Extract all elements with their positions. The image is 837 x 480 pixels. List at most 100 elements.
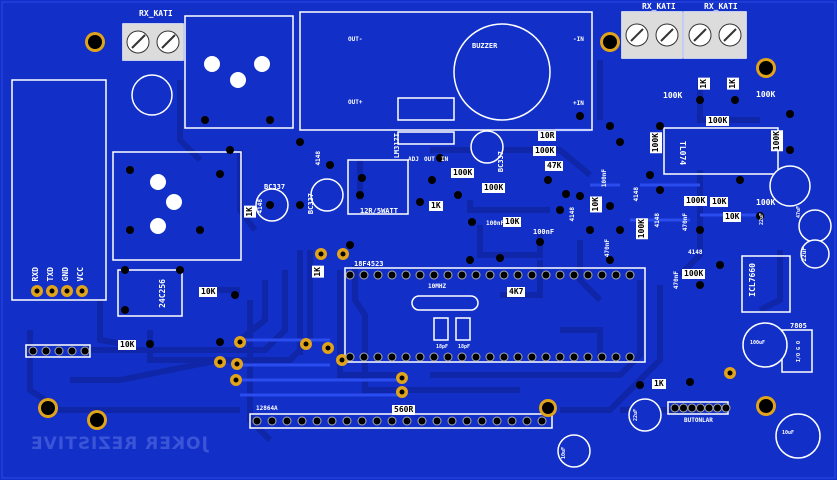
header-pin <box>67 346 77 356</box>
resistor-47k: 47K <box>545 161 564 171</box>
header-pin <box>327 416 337 426</box>
vias <box>121 96 794 389</box>
header-pin <box>537 416 547 426</box>
via <box>121 266 129 274</box>
via <box>326 161 334 169</box>
header-pin <box>401 352 411 362</box>
header-pin <box>696 403 705 413</box>
cap-100nf: 100nF <box>533 228 555 236</box>
via <box>536 238 544 246</box>
via <box>146 340 154 348</box>
header-pin <box>429 270 439 280</box>
resistor-10k: 10K <box>710 197 729 207</box>
header-pin <box>625 352 635 362</box>
header-pin <box>527 352 537 362</box>
header-pin <box>611 352 621 362</box>
via <box>416 198 424 206</box>
power-resistor-label: 12R/5WATT <box>360 207 398 215</box>
header-pin <box>541 352 551 362</box>
resistor-10k: 10K <box>723 212 742 222</box>
via <box>562 190 570 198</box>
via <box>586 226 594 234</box>
resistor-100k: 100K <box>636 218 648 240</box>
reg-pin-out: OUT <box>424 156 435 163</box>
via <box>696 96 704 104</box>
header-pin <box>312 416 322 426</box>
resistor-100k: 100K <box>482 183 506 193</box>
screw-terminals <box>123 12 746 60</box>
via <box>736 176 744 184</box>
diode-e-label: 4148 <box>654 213 661 228</box>
via <box>356 191 364 199</box>
bc337-a-label: BC337 <box>264 183 286 191</box>
header-pin <box>28 346 38 356</box>
header-pin <box>401 270 411 280</box>
via <box>616 138 624 146</box>
header-pin <box>415 270 425 280</box>
via <box>731 96 739 104</box>
bc337-c-label: BC337 <box>497 151 505 173</box>
cap-10uf: 10uF <box>561 447 567 460</box>
cap-10uf: 10uF <box>782 430 795 436</box>
header-pin <box>513 270 523 280</box>
via <box>196 226 204 234</box>
via <box>346 241 354 249</box>
reg-pin-in: IN <box>441 156 449 163</box>
via <box>231 291 239 299</box>
header-pin <box>611 270 621 280</box>
via <box>576 112 584 120</box>
cap-22uf: 22uF <box>759 213 765 226</box>
header-pin <box>267 416 277 426</box>
transistors <box>255 130 504 222</box>
reg-pin-adj: ADJ <box>408 156 419 163</box>
via <box>556 206 564 214</box>
reg-7805-label: 7805 <box>790 322 807 330</box>
via <box>786 146 794 154</box>
eeprom-label: 24C256 <box>158 279 167 308</box>
via <box>358 174 366 182</box>
via <box>126 226 134 234</box>
reg-7805-pins-label: I/O G O <box>796 341 802 363</box>
header-pin <box>471 270 481 280</box>
via <box>468 218 476 226</box>
diode-f-label: 4148 <box>688 249 703 256</box>
header-pin <box>485 352 495 362</box>
resistor-100k: 100K <box>451 168 475 178</box>
header-pin <box>583 352 593 362</box>
via <box>606 122 614 130</box>
cap-18pf-a-label: 18pF <box>436 344 449 350</box>
header-pins <box>28 270 731 426</box>
cap-22uf: 22uF <box>633 409 639 422</box>
header-pin <box>704 403 714 413</box>
cap-47uf: 47uF <box>796 206 802 219</box>
resistor-10k: 10K <box>503 217 522 227</box>
header-pin <box>555 270 565 280</box>
resistor-1k: 1K <box>429 201 443 211</box>
resistor-1k: 1K <box>652 379 666 389</box>
resistor-1k: 1K <box>698 78 710 90</box>
header-pin <box>41 346 51 356</box>
resistor-100k: 100K <box>663 91 683 100</box>
header-pin <box>457 270 467 280</box>
header-pin <box>443 270 453 280</box>
header-pin <box>457 352 467 362</box>
header-pin <box>485 270 495 280</box>
header-pin <box>402 416 412 426</box>
header-pin <box>372 416 382 426</box>
resistor-10r: 10R <box>538 131 557 141</box>
resistor-100k: 100K <box>684 196 708 206</box>
cap-470nf: 470nF <box>604 239 611 258</box>
resistor-100k: 100K <box>756 198 776 207</box>
via <box>656 186 664 194</box>
via <box>686 378 694 386</box>
rx-kati-left-label: RX_KATI <box>139 9 173 18</box>
via <box>636 381 644 389</box>
via <box>466 256 474 264</box>
serial-pin-vcc: VCC <box>76 267 85 282</box>
via <box>716 261 724 269</box>
via <box>576 192 584 200</box>
cap-470nf: 470nF <box>673 271 680 290</box>
via <box>428 176 436 184</box>
cap-18pf-b-label: 18pF <box>458 344 471 350</box>
via <box>616 226 624 234</box>
